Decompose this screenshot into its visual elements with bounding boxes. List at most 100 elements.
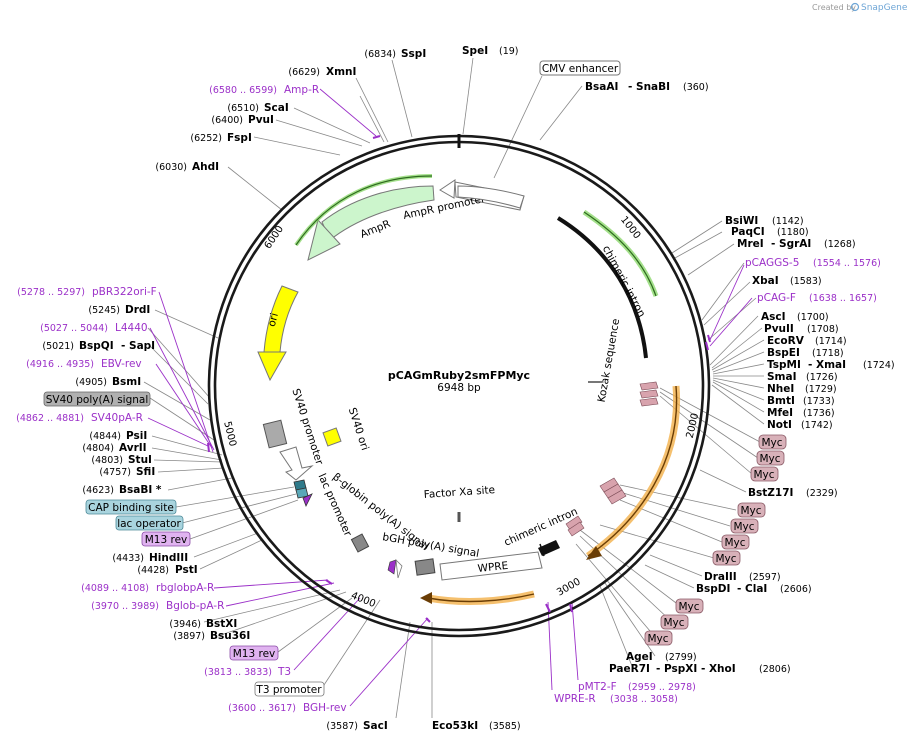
site-drdi[interactable]: DrdI: [125, 304, 150, 316]
myc-tag-box[interactable]: [750, 466, 779, 482]
site-xbai[interactable]: XbaI: [752, 275, 779, 287]
myc-tag-box[interactable]: [721, 534, 750, 550]
pos-hindiii: (4433): [112, 553, 144, 564]
site-pspxi-xhoi[interactable]: - PspXI - XhoI: [656, 663, 736, 675]
site-clai[interactable]: - ClaI: [737, 583, 767, 595]
site-psti[interactable]: PstI: [175, 564, 198, 576]
primer-pcaggs-5[interactable]: pCAGGS-5: [745, 257, 799, 269]
site-fspi[interactable]: FspI: [227, 132, 252, 144]
site-xmai[interactable]: - XmaI: [808, 359, 846, 371]
mruby-feature[interactable]: [587, 385, 678, 557]
myc-tag-label: Myc: [724, 537, 745, 549]
smfp-feature[interactable]: [427, 593, 535, 603]
primer-l4440[interactable]: L4440: [115, 322, 148, 334]
primer-bgh-rev[interactable]: BGH-rev: [303, 702, 347, 714]
site-bmti[interactable]: BmtI: [767, 395, 795, 407]
site-bsiwi[interactable]: BsiWI: [725, 215, 758, 227]
primer-ebv-rev[interactable]: EBV-rev: [101, 358, 142, 370]
chimeric-intron-bottom-feature[interactable]: [538, 540, 560, 556]
myc-tag-box[interactable]: [758, 434, 787, 450]
primer-t3[interactable]: T3: [277, 666, 291, 678]
t3-promoter-feature[interactable]: [387, 559, 397, 575]
cmv-enhancer-feature[interactable]: [539, 60, 621, 76]
myc-tag-box[interactable]: [675, 598, 704, 614]
site-mfei[interactable]: MfeI: [767, 407, 793, 419]
primer-amp-r[interactable]: Amp-R: [284, 84, 319, 96]
pos-bsu36i: (3897): [173, 631, 205, 642]
site-ahdi[interactable]: AhdI: [192, 161, 219, 173]
site-sspi[interactable]: SspI: [401, 48, 426, 60]
sv40-promoter-feature[interactable]: [279, 446, 314, 481]
site-eco53ki[interactable]: Eco53kI: [432, 720, 478, 732]
site-bspdi[interactable]: BspDI: [696, 583, 730, 595]
site-paqci[interactable]: PaqCI: [731, 226, 765, 238]
cap-binding-box[interactable]: [85, 499, 177, 515]
site-draiii[interactable]: DraIII: [704, 571, 737, 583]
site-scai[interactable]: ScaI: [264, 102, 289, 114]
site-asci[interactable]: AscI: [761, 311, 786, 323]
site-sfii[interactable]: SfiI: [136, 466, 155, 478]
site-noti[interactable]: NotI: [767, 419, 792, 431]
site-bsu36i[interactable]: Bsu36I: [210, 630, 250, 642]
pos-drdi: (5245): [88, 305, 120, 316]
pos-paer7i: (2806): [759, 664, 791, 675]
primer-bglob-pa-r[interactable]: Bglob-pA-R: [166, 600, 224, 612]
bglobin-polya-feature[interactable]: [350, 533, 370, 553]
sv40-polya-box[interactable]: [43, 391, 151, 407]
site-xmni[interactable]: XmnI: [326, 66, 356, 78]
primer-rbglobpa-r[interactable]: rbglobpA-R: [156, 582, 214, 594]
site-spei[interactable]: SpeI: [462, 45, 488, 57]
myc-tag-box[interactable]: [730, 518, 759, 534]
site-saci[interactable]: SacI: [363, 720, 388, 732]
bgh-polya-feature[interactable]: [414, 558, 436, 576]
ampr-highlight-line: [295, 175, 433, 246]
site-snabi[interactable]: - SnaBI: [628, 81, 670, 93]
mruby-arrowhead: [586, 546, 602, 560]
m13-rev-box-2[interactable]: [229, 645, 279, 661]
site-pvuii[interactable]: PvuII: [764, 323, 794, 335]
site-bsabi[interactable]: BsaBI *: [119, 484, 162, 496]
primer-pcag-f[interactable]: pCAG-F: [757, 292, 796, 304]
site-stui[interactable]: StuI: [128, 454, 152, 466]
site-agei[interactable]: AgeI: [626, 651, 653, 663]
primer-sv40pa-r[interactable]: SV40pA-R: [91, 412, 143, 424]
site-bstxi[interactable]: BstXI: [206, 618, 237, 630]
site-sapi[interactable]: - SapI: [121, 340, 155, 352]
site-ecorv[interactable]: EcoRV: [767, 335, 805, 347]
myc-tag-box[interactable]: [756, 450, 785, 466]
wpre-feature[interactable]: [439, 551, 543, 581]
range-rbglobpa-r: (4089 .. 4108): [81, 583, 149, 594]
site-bstz17i[interactable]: BstZ17I: [748, 487, 793, 499]
site-smai[interactable]: SmaI: [767, 371, 797, 383]
site-bspqi[interactable]: BspQI: [79, 340, 114, 352]
primer-site-marks: [207, 135, 711, 623]
primer-pmt2-f[interactable]: pMT2-F: [578, 681, 617, 693]
sv40-ori-feature[interactable]: [322, 427, 342, 447]
chimeric-intron-top-feature[interactable]: [556, 216, 648, 359]
site-paer7i[interactable]: PaeR7I: [609, 663, 650, 675]
myc-tag-box[interactable]: [737, 502, 766, 518]
site-bsmi[interactable]: BsmI: [112, 376, 141, 388]
primer-pbr322ori-f[interactable]: pBR322ori-F: [92, 286, 157, 298]
site-pvui[interactable]: PvuI: [248, 114, 274, 126]
m13-rev-box[interactable]: [141, 531, 191, 547]
site-psii[interactable]: PsiI: [126, 430, 147, 442]
credit-prefix: Created by: [812, 3, 856, 12]
site-tspmi[interactable]: TspMI: [767, 359, 801, 371]
site-prei[interactable]: MreI: [737, 238, 764, 250]
site-nhei[interactable]: NheI: [767, 383, 794, 395]
site-avrii[interactable]: AvrII: [119, 442, 147, 454]
myc-tag-box[interactable]: [644, 630, 673, 646]
t3-promoter-box[interactable]: [254, 681, 325, 697]
myc-tag-box[interactable]: [712, 550, 741, 566]
m13-rev-feature[interactable]: [302, 493, 313, 507]
myc-tag-box[interactable]: [660, 614, 689, 630]
primer-wpre-r[interactable]: WPRE-R: [554, 693, 596, 705]
site-hindiii[interactable]: HindIII: [149, 552, 188, 564]
pos-pvui: (6400): [211, 115, 243, 126]
lac-operator-box[interactable]: [115, 515, 184, 531]
site-bspei[interactable]: BspEI: [767, 347, 800, 359]
site-bsaai[interactable]: BsaAI: [585, 81, 618, 93]
sv40-promoter-box[interactable]: [262, 419, 288, 449]
site-sgrai[interactable]: - SgrAI: [771, 238, 811, 250]
